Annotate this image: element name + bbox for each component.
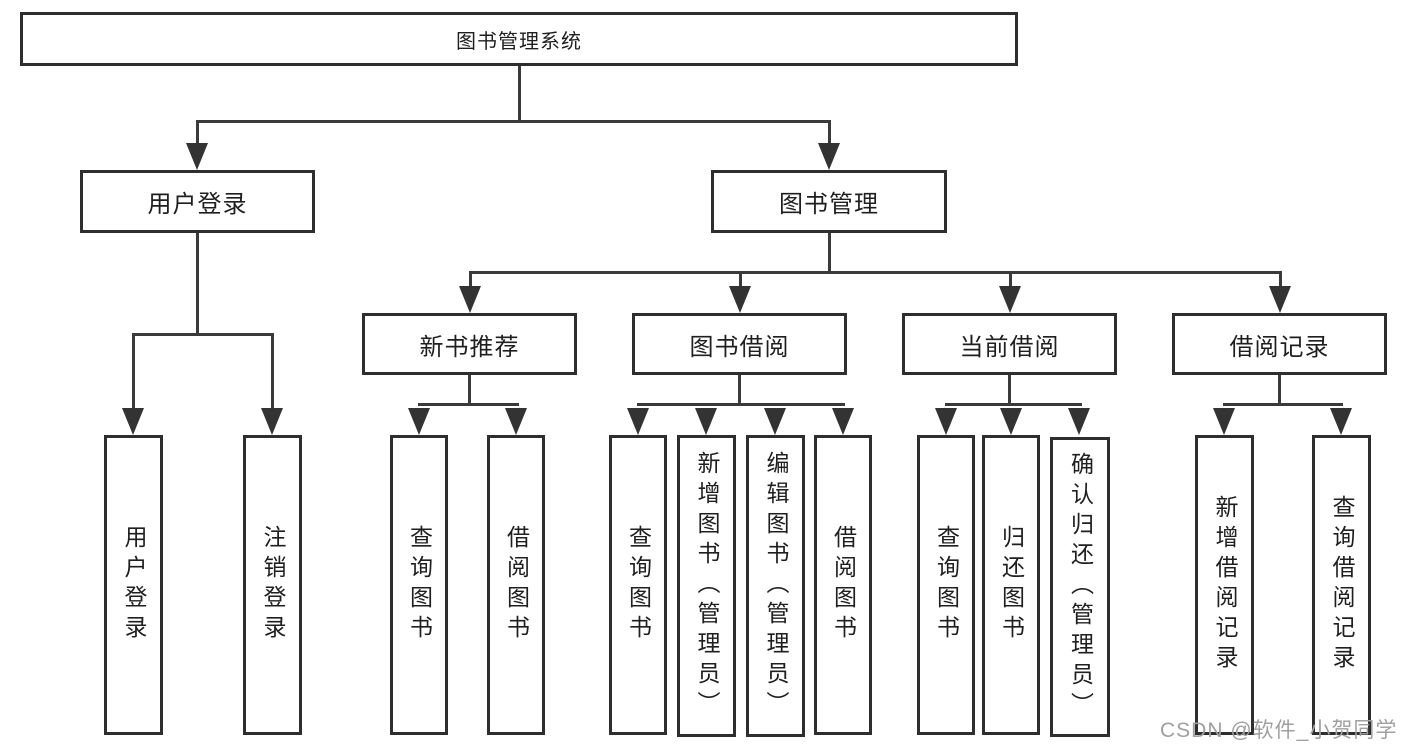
arrow-down-icon <box>627 408 649 435</box>
connector-drop <box>1009 271 1012 289</box>
arrow-down-icon <box>1330 408 1352 435</box>
arrow-down-icon <box>818 143 840 170</box>
node-library-management-system: 图书管理系统 <box>20 12 1018 66</box>
connector-user-login-stem <box>196 233 199 336</box>
leaf-logout: 注销登录 <box>243 435 302 735</box>
leaf-user-login: 用户登录 <box>104 435 163 735</box>
node-new-book-recommend: 新书推荐 <box>362 313 577 375</box>
connector-rail <box>1223 403 1343 406</box>
connector-user-login-rail <box>132 333 274 336</box>
leaf-add-borrow-record: 新增借阅记录 <box>1195 435 1254 735</box>
node-user-login: 用户登录 <box>80 170 315 233</box>
connector-book-mgmt-rail <box>469 271 1282 274</box>
node-book-borrowing: 图书借阅 <box>632 313 847 375</box>
csdn-watermark: CSDN @软件_小贺同学 <box>1160 719 1398 742</box>
connector-rail <box>637 403 845 406</box>
leaf-query-books: 查询图书 <box>390 435 448 735</box>
connector-drop <box>132 333 135 411</box>
leaf-borrow-books: 借阅图书 <box>814 435 872 735</box>
connector-stem <box>738 375 741 406</box>
leaf-query-books: 查询图书 <box>609 435 667 735</box>
leaf-query-borrow-record: 查询借阅记录 <box>1312 435 1371 735</box>
arrow-down-icon <box>459 286 481 313</box>
connector-root-stem <box>518 66 521 120</box>
connector-drop-book-mgmt <box>828 120 831 146</box>
connector-drop <box>739 271 742 289</box>
node-current-borrowing: 当前借阅 <box>902 313 1117 375</box>
connector-stem <box>1278 375 1281 406</box>
arrow-down-icon <box>1269 286 1291 313</box>
arrow-down-icon <box>1213 408 1235 435</box>
arrow-down-icon <box>764 408 786 435</box>
leaf-edit-book-admin: 编辑图书（管理员） <box>746 435 805 737</box>
arrow-down-icon <box>1068 408 1090 435</box>
leaf-borrow-books: 借阅图书 <box>487 435 545 735</box>
arrow-down-icon <box>999 286 1021 313</box>
arrow-down-icon <box>505 408 527 435</box>
connector-drop <box>1279 271 1282 289</box>
connector-root-rail <box>196 120 831 123</box>
connector-drop-user-login <box>196 120 199 146</box>
leaf-query-books: 查询图书 <box>917 435 975 735</box>
connector-drop <box>271 333 274 411</box>
arrow-down-icon <box>408 408 430 435</box>
arrow-down-icon <box>729 286 751 313</box>
arrow-down-icon <box>832 408 854 435</box>
connector-stem <box>1008 375 1011 406</box>
connector-stem <box>468 375 471 406</box>
connector-rail <box>418 403 519 406</box>
arrow-down-icon <box>935 408 957 435</box>
leaf-confirm-return-admin: 确认归还（管理员） <box>1050 437 1110 737</box>
node-book-management: 图书管理 <box>711 170 947 233</box>
node-borrowing-records: 借阅记录 <box>1172 313 1387 375</box>
arrow-down-icon <box>122 408 144 435</box>
leaf-return-books: 归还图书 <box>982 435 1040 735</box>
arrow-down-icon <box>261 408 283 435</box>
connector-drop <box>469 271 472 289</box>
arrow-down-icon <box>1000 408 1022 435</box>
connector-book-mgmt-stem <box>828 233 831 274</box>
leaf-add-book-admin: 新增图书（管理员） <box>677 435 736 737</box>
connector-rail <box>945 403 1082 406</box>
arrow-down-icon <box>186 143 208 170</box>
arrow-down-icon <box>695 408 717 435</box>
